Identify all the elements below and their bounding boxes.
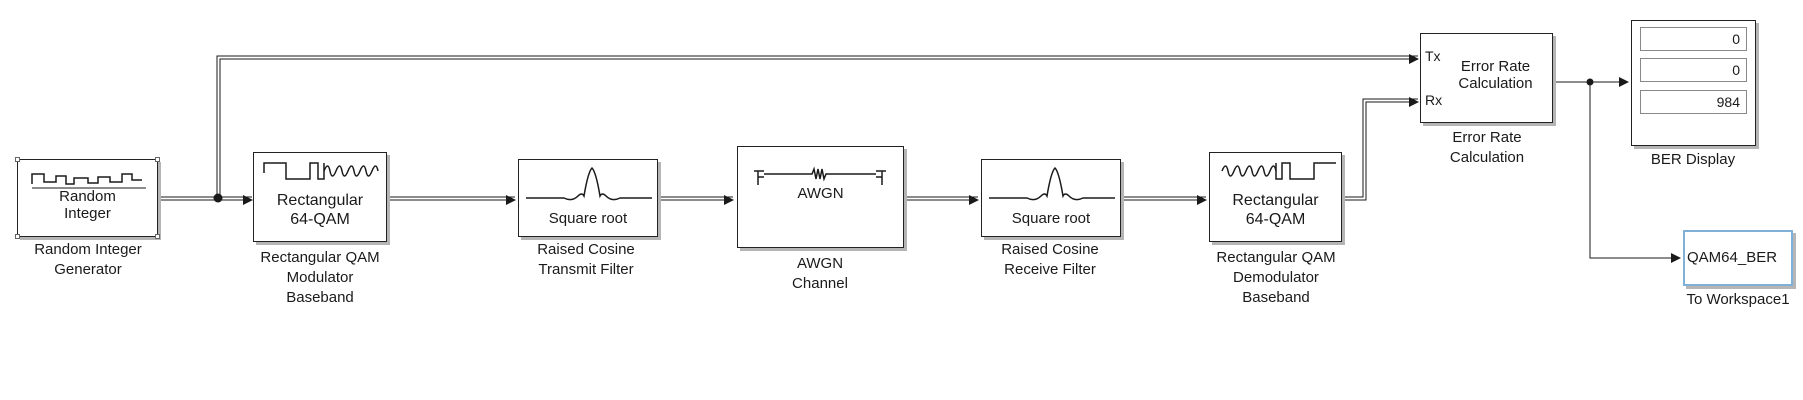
port-tx-label: Tx: [1425, 48, 1441, 64]
random-integer-inner-line2: Integer: [64, 205, 111, 222]
tx-filter-inner-text: Square root: [548, 210, 628, 227]
branch-point-workspace: [1586, 78, 1594, 86]
qam-modulator-block[interactable]: Rectangular 64-QAM: [253, 152, 387, 242]
qam-demodulator-label: Rectangular QAM Demodulator Baseband: [1216, 248, 1335, 308]
port-rx-label: Rx: [1425, 92, 1443, 108]
label-line: Calculation: [1449, 149, 1525, 166]
awgn-channel-block[interactable]: AWGN: [737, 146, 904, 248]
awgn-channel-icon: [754, 166, 886, 185]
selection-handle[interactable]: [15, 234, 20, 239]
label-line: Modulator: [286, 269, 354, 286]
label-line: Baseband: [286, 289, 354, 306]
workspace-variable-name: QAM64_BER: [1687, 249, 1778, 266]
sinc-pulse-icon: [989, 166, 1115, 201]
to-workspace-label: To Workspace1: [1686, 290, 1789, 310]
random-integer-generator-block[interactable]: Random Integer: [15, 157, 160, 239]
line-branch-to-workspace: [1589, 82, 1681, 263]
random-integer-label: Random Integer Generator: [34, 240, 142, 280]
line-branch-to-tx: [216, 55, 1418, 198]
label-line: Transmit Filter: [538, 261, 634, 278]
qam-waveform-icon: [263, 162, 379, 180]
label-line: Channel: [792, 275, 848, 292]
awgn-inner-text: AWGN: [797, 185, 844, 202]
branch-point-tx: [213, 193, 223, 203]
label-line: Rectangular QAM: [1216, 249, 1336, 266]
error-rate-label: Error Rate Calculation: [1450, 128, 1524, 168]
qam-demodulator-block[interactable]: Rectangular 64-QAM: [1209, 152, 1342, 242]
label-line: Rectangular QAM: [260, 249, 380, 266]
rx-filter-label: Raised Cosine Receive Filter: [1001, 240, 1099, 280]
error-rate-inner-line1: Error Rate: [1460, 58, 1531, 75]
label-line: Receive Filter: [1004, 261, 1096, 278]
line-demod-to-rx: [1340, 98, 1418, 198]
error-rate-inner-line2: Calculation: [1458, 75, 1533, 92]
random-integer-inner-line1: Random: [59, 188, 116, 205]
selection-handle[interactable]: [155, 157, 160, 162]
ber-display-value-1: 0: [1640, 27, 1747, 51]
label-line: To Workspace1: [1686, 291, 1790, 308]
qam-modulator-label: Rectangular QAM Modulator Baseband: [260, 248, 379, 308]
label-line: Baseband: [1242, 289, 1310, 306]
label-line: Error Rate: [1452, 129, 1522, 146]
label-line: AWGN: [796, 255, 844, 272]
selection-handle[interactable]: [15, 157, 20, 162]
tx-filter-label: Raised Cosine Transmit Filter: [537, 240, 635, 280]
ber-display-value-2: 0: [1640, 58, 1747, 82]
awgn-label: AWGN Channel: [792, 254, 848, 294]
qam-mod-inner-line1: Rectangular: [276, 192, 364, 209]
to-workspace-block[interactable]: QAM64_BER: [1683, 230, 1793, 286]
label-line: Raised Cosine: [1001, 241, 1099, 258]
label-line: Raised Cosine: [537, 241, 635, 258]
ber-display-block[interactable]: 0 0 984: [1631, 20, 1756, 146]
qam-demod-inner-line2: 64-QAM: [1245, 211, 1306, 228]
qam-mod-inner-line2: 64-QAM: [290, 211, 350, 228]
random-integer-icon: [31, 173, 146, 189]
label-line: Demodulator: [1233, 269, 1319, 286]
tx-filter-block[interactable]: Square root: [518, 159, 658, 237]
sinc-pulse-icon: [526, 166, 652, 201]
label-line: BER Display: [1650, 151, 1736, 168]
ber-display-label: BER Display: [1651, 150, 1735, 170]
qam-demod-inner-line1: Rectangular: [1232, 192, 1319, 209]
rx-filter-inner-text: Square root: [1011, 210, 1091, 227]
error-rate-calculation-block[interactable]: Tx Rx Error Rate Calculation: [1420, 33, 1553, 123]
rx-filter-block[interactable]: Square root: [981, 159, 1121, 237]
ber-display-value-3: 984: [1640, 90, 1747, 114]
label-line: Random Integer: [34, 241, 142, 258]
label-line: Generator: [54, 261, 122, 278]
qam-waveform-icon: [1221, 162, 1336, 180]
selection-handle[interactable]: [155, 234, 160, 239]
